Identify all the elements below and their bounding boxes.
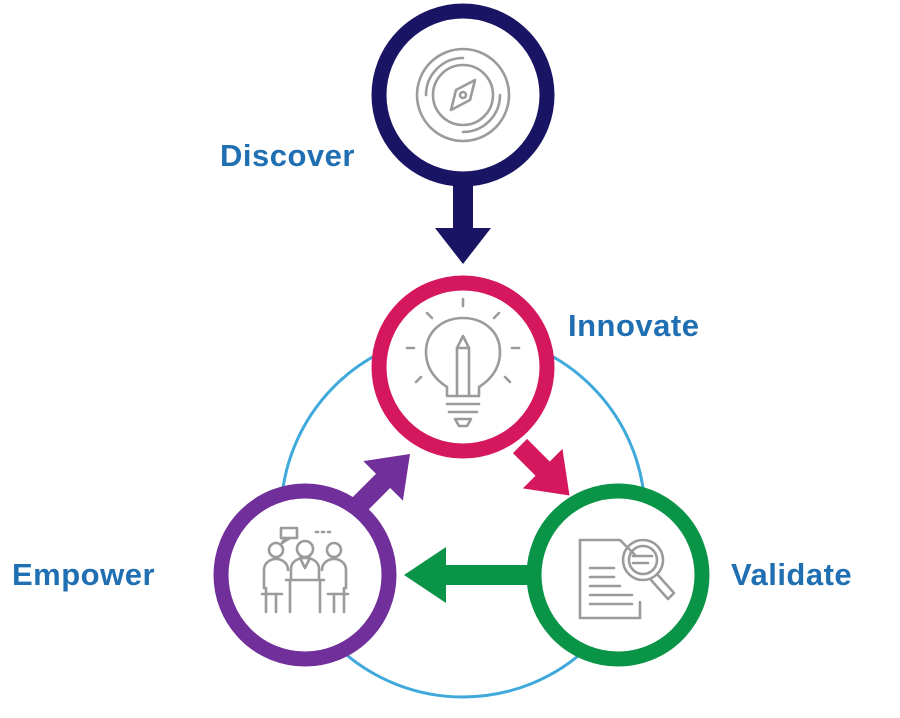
innovate-label: Innovate [568, 308, 700, 343]
empower-label: Empower [12, 557, 156, 592]
innovate-node [371, 275, 555, 459]
validate-label: Validate [731, 557, 853, 592]
arrow-validate-to-empower [404, 547, 530, 603]
discover-node [371, 3, 555, 187]
discover-label: Discover [220, 138, 355, 173]
compass-icon [415, 47, 511, 143]
arrow-discover-to-innovate [435, 176, 491, 264]
arrow-innovate-to-validate [512, 438, 570, 496]
team-meeting-icon [260, 526, 350, 614]
lightbulb-pencil-icon [405, 297, 521, 428]
document-magnifier-icon [578, 538, 676, 620]
validate-node [526, 483, 710, 667]
empower-node [213, 483, 397, 667]
